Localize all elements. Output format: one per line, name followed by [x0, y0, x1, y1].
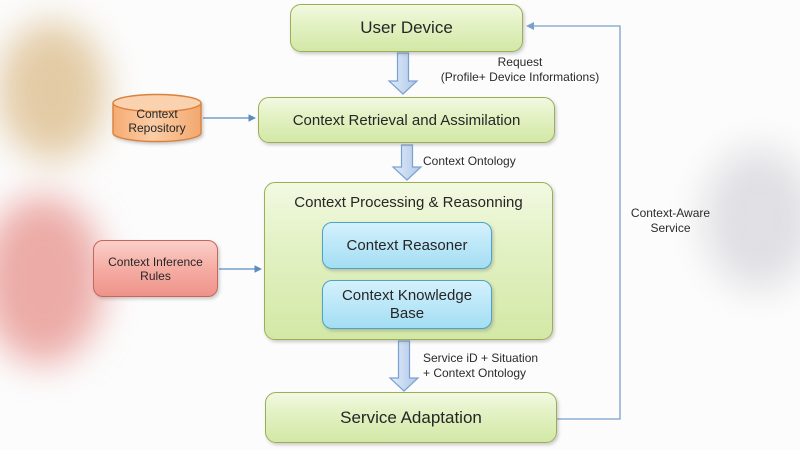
context-aware-service-line2: Service	[650, 221, 691, 235]
request-label: Request (Profile+ Device Informations)	[425, 55, 615, 85]
node-context-reasoner: Context Reasoner	[322, 222, 492, 269]
repository-label-line2: Repository	[128, 121, 186, 135]
node-service-adaptation: Service Adaptation	[265, 392, 557, 443]
connector-rules-arrowhead	[254, 265, 262, 273]
context-retrieval-label: Context Retrieval and Assimilation	[292, 111, 521, 129]
background-blur-blob-tan	[0, 22, 106, 160]
context-processing-title: Context Processing & Reasonning	[294, 194, 523, 211]
service-adaptation-label: Service Adaptation	[340, 407, 482, 427]
context-aware-service-label: Context-Aware Service	[623, 206, 718, 236]
feedback-adaptation-to-user-device	[533, 25, 621, 420]
context-reasoner-label: Context Reasoner	[346, 237, 468, 254]
context-ontology-label: Context Ontology	[423, 154, 516, 168]
request-label-line2: (Profile+ Device Informations)	[440, 70, 600, 84]
repository-label-line1: Context	[136, 107, 178, 121]
arrow-processing-to-adaptation	[388, 340, 420, 392]
user-device-label: User Device	[360, 18, 453, 37]
service-output-label: Service iD + Situation + Context Ontolog…	[423, 351, 538, 381]
arrow-retrieval-to-processing	[391, 144, 423, 181]
background-blur-blob-gray	[703, 148, 800, 290]
node-context-knowledge-base: Context Knowledge Base	[322, 280, 492, 329]
feedback-arrowhead	[526, 22, 534, 30]
context-repository-cylinder	[112, 93, 202, 143]
connector-repository-arrowhead	[248, 114, 256, 122]
service-output-label-line1: Service iD + Situation	[423, 351, 539, 365]
background-blur-blob-pink	[0, 196, 104, 364]
context-aware-service-line1: Context-Aware	[630, 206, 711, 220]
node-context-inference-rules: Context Inference Rules	[93, 240, 218, 297]
inference-rules-label-line1: Context Inference	[108, 254, 203, 269]
arrow-user-device-to-retrieval	[387, 52, 419, 95]
knowledge-base-label-line2: Base	[389, 304, 425, 322]
node-context-retrieval: Context Retrieval and Assimilation	[258, 97, 555, 143]
inference-rules-label-line2: Rules	[140, 268, 171, 283]
knowledge-base-label-line1: Context Knowledge	[341, 286, 473, 304]
node-context-repository-label: Context Repository	[113, 101, 201, 141]
node-user-device: User Device	[290, 4, 523, 52]
service-output-label-line2: + Context Ontology	[423, 366, 527, 380]
request-label-line1: Request	[497, 55, 543, 69]
